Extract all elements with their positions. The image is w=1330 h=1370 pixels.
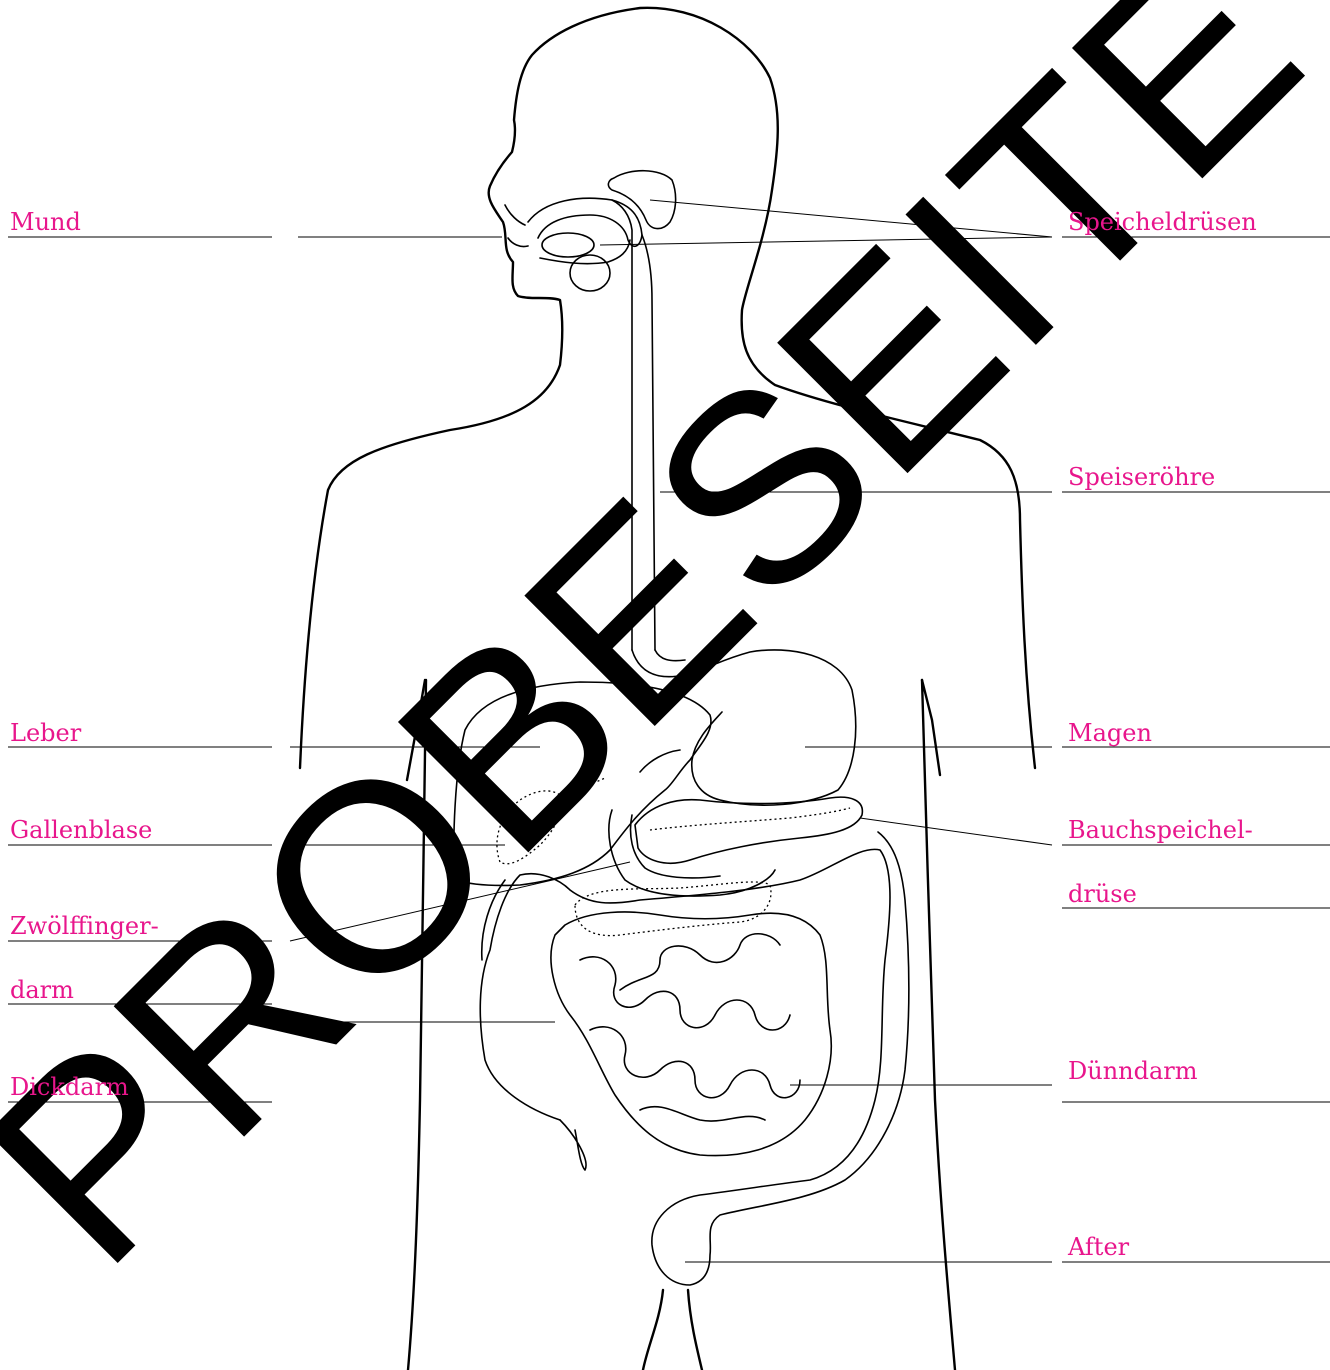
label-bauchspeichel-2: drüse — [1068, 880, 1137, 908]
label-bauchspeichel-1: Bauchspeichel- — [1068, 816, 1253, 844]
label-speiseroehre: Speiseröhre — [1068, 463, 1215, 491]
label-mund: Mund — [10, 208, 81, 236]
watermark-text: PROBESEITE — [0, 0, 1330, 1319]
small-intestine — [551, 882, 831, 1156]
label-speicheldruesen: Speicheldrüsen — [1068, 208, 1257, 236]
label-dickdarm: Dickdarm — [10, 1073, 129, 1101]
label-zwoelffinger-2: darm — [10, 976, 74, 1004]
label-duenndarm: Dünndarm — [1068, 1057, 1198, 1085]
salivary-glands — [542, 171, 676, 291]
label-after: After — [1067, 1233, 1130, 1261]
pancreas — [635, 797, 862, 863]
label-magen: Magen — [1068, 719, 1152, 747]
label-gallenblase: Gallenblase — [10, 816, 152, 844]
label-zwoelffinger-1: Zwölffinger- — [10, 912, 159, 940]
label-leber: Leber — [10, 719, 82, 747]
